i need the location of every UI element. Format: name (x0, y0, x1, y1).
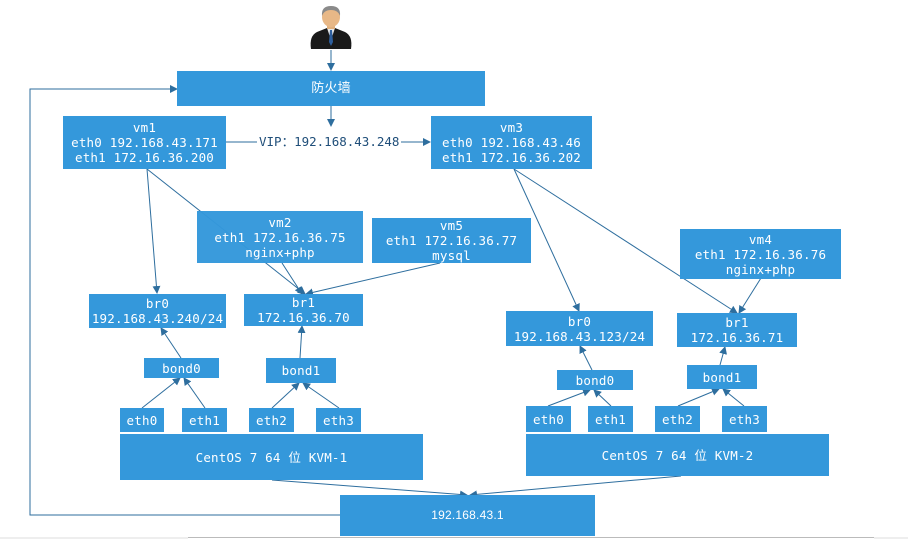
kvm2-eth3-label: eth3 (729, 411, 760, 427)
kvm2-br1-ip: 172.16.36.71 (690, 330, 784, 345)
kvm1-eth0-node[interactable]: eth0 (120, 408, 164, 432)
vm3-eth0: eth0 192.168.43.46 (441, 135, 582, 150)
vm3-eth1: eth1 172.16.36.202 (441, 150, 582, 165)
kvm1-eth1-node[interactable]: eth1 (182, 408, 227, 432)
vm5-node[interactable]: vm5 eth1 172.16.36.77 mysql (372, 218, 531, 263)
kvm1-bond1-label: bond1 (281, 363, 321, 378)
vm1-eth0: eth0 192.168.43.171 (71, 135, 218, 150)
kvm2-eth1-node[interactable]: eth1 (588, 406, 633, 432)
link-eth1-bond0-kvm1 (183, 377, 206, 409)
vip-label: VIP：192.168.43.248 (257, 134, 402, 149)
vm4-name: vm4 (748, 231, 773, 247)
link-bond1-br1-kvm1 (297, 325, 306, 359)
kvm1-bond0-node[interactable]: bond0 (144, 358, 219, 378)
kvm1-br1-ip: 172.16.36.70 (257, 310, 350, 325)
vm1-eth1: eth1 172.16.36.200 (74, 150, 215, 165)
vm2-role: nginx+php (245, 244, 315, 260)
link-vm2-br1-kvm1 (281, 262, 303, 295)
vm5-role: mysql (432, 248, 471, 263)
link-bond0-br0-kvm1 (160, 327, 182, 359)
vm4-node[interactable]: vm4 eth1 172.16.36.76 nginx+php (680, 229, 841, 279)
link-eth3-bond1-kvm2 (722, 388, 745, 407)
vm2-node[interactable]: vm2 eth1 172.16.36.75 nginx+php (197, 211, 363, 263)
vm2-name: vm2 (268, 214, 292, 230)
vm4-role: nginx+php (725, 261, 796, 277)
vm5-name: vm5 (439, 218, 464, 233)
kvm1-bond0-label: bond0 (162, 360, 201, 376)
vm3-name: vm3 (499, 120, 524, 135)
kvm2-br0-ip: 192.168.43.123/24 (513, 328, 646, 344)
link-vm5-br1-kvm1 (305, 262, 441, 297)
kvm1-br0-name: br0 (145, 296, 170, 311)
link-eth0-bond0-kvm2 (547, 388, 591, 407)
kvm1-br1-name: br1 (291, 295, 316, 310)
kvm1-eth3-label: eth3 (323, 412, 354, 428)
link-vm4-br1-kvm2 (738, 277, 762, 314)
vm1-name: vm1 (132, 120, 157, 135)
kvm1-host-node[interactable]: CentOS 7 64 位 KVM-1 (120, 434, 423, 480)
link-vm3-br0-kvm2 (513, 168, 580, 312)
vm4-eth1: eth1 172.16.36.76 (694, 246, 827, 262)
kvm1-eth1-label: eth1 (189, 412, 220, 428)
link-vm3-br1-kvm2 (513, 168, 738, 314)
kvm2-eth3-node[interactable]: eth3 (722, 406, 767, 432)
kvm1-eth0-label: eth0 (126, 412, 158, 428)
kvm2-bond0-node[interactable]: bond0 (557, 370, 633, 390)
link-bond1-br1-kvm2 (719, 346, 727, 366)
kvm1-eth2-node[interactable]: eth2 (249, 408, 294, 432)
link-eth2-bond1-kvm2 (677, 387, 720, 407)
kvm2-br1-node[interactable]: br1 172.16.36.71 (677, 313, 797, 347)
kvm2-bond1-node[interactable]: bond1 (687, 365, 757, 389)
kvm2-eth2-node[interactable]: eth2 (655, 406, 700, 432)
link-eth0-bond0-kvm1 (141, 377, 181, 409)
link-kvm1-gateway (271, 479, 468, 499)
user-avatar-icon (310, 6, 352, 49)
kvm1-bond1-node[interactable]: bond1 (266, 358, 336, 383)
vm3-node[interactable]: vm3 eth0 192.168.43.46 eth1 172.16.36.20… (431, 116, 592, 169)
firewall-node[interactable]: 防火墙 (177, 71, 485, 106)
kvm2-br0-node[interactable]: br0 192.168.43.123/24 (506, 311, 653, 346)
user-avatar (305, 4, 357, 50)
gateway-label: 192.168.43.1 (431, 508, 504, 522)
kvm2-br1-name: br1 (725, 315, 749, 330)
kvm1-br0-node[interactable]: br0 192.168.43.240/24 (89, 294, 226, 328)
vm1-node[interactable]: vm1 eth0 192.168.43.171 eth1 172.16.36.2… (63, 116, 226, 169)
kvm2-eth0-node[interactable]: eth0 (526, 406, 571, 432)
link-eth2-bond1-kvm1 (271, 382, 300, 409)
link-gateway-firewall (29, 85, 340, 516)
kvm1-eth3-node[interactable]: eth3 (316, 408, 361, 432)
link-eth3-bond1-kvm1 (302, 382, 340, 409)
link-vm1-br0-kvm1 (146, 168, 161, 294)
kvm1-eth2-label: eth2 (256, 412, 287, 428)
vm2-eth1: eth1 172.16.36.75 (214, 229, 346, 245)
vm5-eth1: eth1 172.16.36.77 (385, 233, 518, 248)
kvm2-eth2-label: eth2 (662, 411, 693, 427)
kvm2-br0-name: br0 (567, 313, 592, 329)
kvm2-eth0-label: eth0 (533, 411, 564, 427)
kvm2-host-node[interactable]: CentOS 7 64 位 KVM-2 (526, 434, 829, 476)
link-eth1-bond0-kvm2 (593, 389, 612, 407)
kvm2-bond0-label: bond0 (575, 372, 615, 388)
kvm1-br0-ip: 192.168.43.240/24 (91, 311, 224, 326)
gateway-node[interactable]: 192.168.43.1 (340, 495, 595, 536)
kvm2-eth1-label: eth1 (595, 411, 626, 427)
link-bond0-br0-kvm2 (579, 345, 593, 371)
kvm2-host-label: CentOS 7 64 位 KVM-2 (601, 447, 754, 463)
kvm1-br1-node[interactable]: br1 172.16.36.70 (244, 294, 363, 326)
kvm2-bond1-label: bond1 (702, 369, 742, 385)
kvm1-host-label: CentOS 7 64 位 KVM-1 (195, 449, 348, 465)
firewall-label: 防火墙 (311, 81, 351, 96)
link-kvm2-gateway (469, 475, 682, 499)
